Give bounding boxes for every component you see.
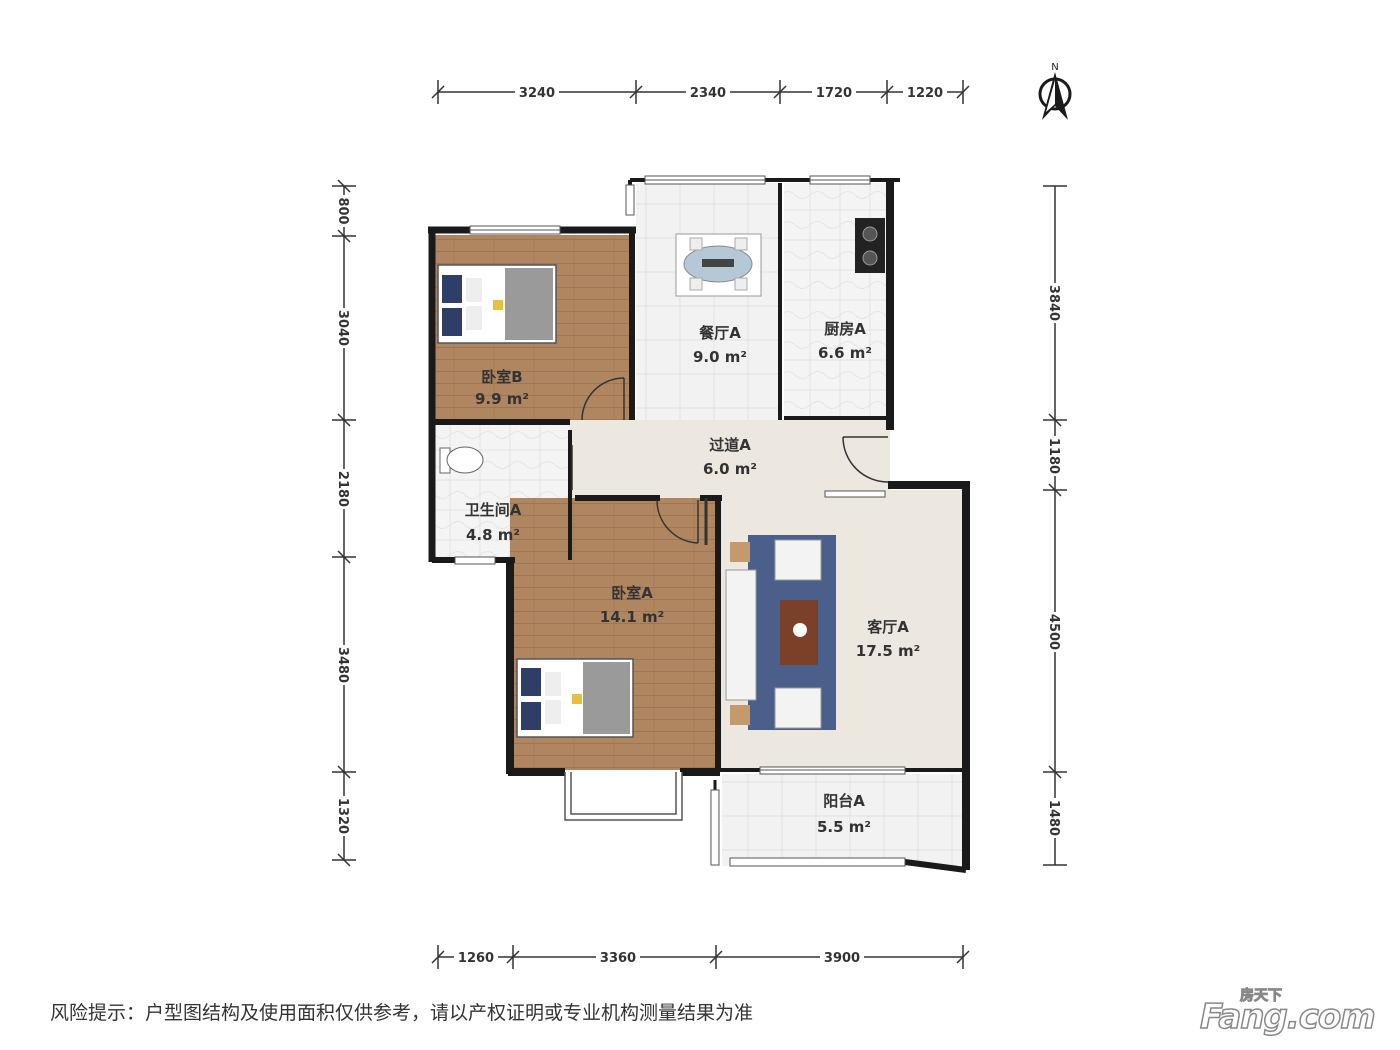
living-area: 17.5 m²	[856, 642, 920, 660]
balcony-name: 阳台A	[823, 792, 865, 810]
living-furniture	[725, 535, 836, 730]
dimension-bottom-labels: 1260 3360 3900	[454, 949, 864, 966]
hallway-area: 6.0 m²	[703, 460, 757, 478]
disclaimer-text: 风险提示：户型图结构及使用面积仅供参考，请以产权证明或专业机构测量结果为准	[50, 1002, 754, 1024]
bed-a	[516, 658, 634, 738]
dining-area: 9.0 m²	[693, 348, 747, 366]
dim-left-5: 1320	[335, 798, 350, 834]
dim-bottom-1: 1260	[458, 951, 494, 966]
kitchen-name: 厨房A	[824, 320, 866, 338]
dim-right-1: 3840	[1046, 285, 1061, 321]
dim-left-4: 3480	[335, 647, 350, 683]
watermark-small: 房天下	[1240, 988, 1283, 1005]
living-name: 客厅A	[866, 618, 909, 636]
bathroom-area: 4.8 m²	[466, 526, 520, 544]
bedroom-a-area: 14.1 m²	[600, 608, 664, 626]
dim-top-1: 3240	[519, 86, 555, 101]
dim-top-3: 1720	[816, 86, 852, 101]
dimension-top-labels: 3240 2340 1720 1220	[515, 84, 947, 101]
windows	[454, 175, 906, 867]
bedroom-b-name: 卧室B	[481, 368, 522, 386]
dim-bottom-3: 3900	[824, 951, 860, 966]
doors	[571, 377, 889, 545]
dim-left-1: 800	[335, 197, 350, 224]
watermark-logo: 房天下 Fang.com	[1199, 985, 1390, 1045]
dim-top-4: 1220	[907, 86, 943, 101]
compass-label: N	[1051, 62, 1058, 73]
toilet	[439, 446, 484, 474]
dim-right-3: 4500	[1046, 614, 1061, 650]
bathroom-name: 卫生间A	[465, 501, 522, 519]
bed-b	[437, 264, 557, 344]
kitchen-area: 6.6 m²	[818, 344, 872, 362]
dim-right-4: 1480	[1046, 800, 1061, 836]
dimension-right-labels: 3840 1180 4500 1480	[1046, 283, 1063, 838]
bedroom-a-name: 卧室A	[611, 584, 653, 602]
dining-name: 餐厅A	[699, 324, 741, 342]
balcony-floor	[722, 774, 965, 866]
dim-top-2: 2340	[690, 86, 726, 101]
balcony-area: 5.5 m²	[817, 818, 871, 836]
dim-left-3: 2180	[335, 471, 350, 507]
hallway-floor	[570, 420, 890, 498]
stove	[855, 218, 885, 273]
dining-floor	[636, 183, 780, 420]
dim-bottom-2: 3360	[600, 951, 636, 966]
dimension-bottom	[431, 945, 970, 969]
dim-right-2: 1180	[1046, 438, 1061, 474]
watermark-big: Fang.com	[1199, 996, 1376, 1038]
dim-left-2: 3040	[335, 310, 350, 346]
compass-icon: N	[1038, 62, 1072, 120]
hallway-name: 过道A	[709, 436, 751, 454]
bay-window	[564, 772, 683, 821]
dimension-left	[332, 179, 356, 867]
bedroom-b-area: 9.9 m²	[475, 390, 529, 408]
dining-table	[675, 233, 762, 297]
dimension-left-labels: 800 3040 2180 3480 1320	[335, 195, 352, 836]
